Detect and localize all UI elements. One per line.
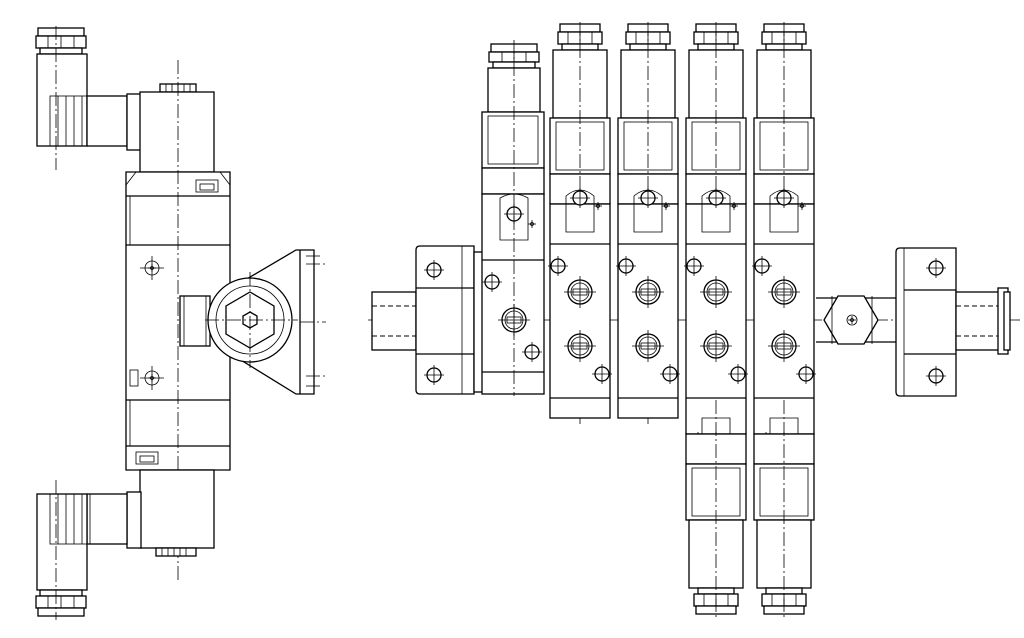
valve-module-stack xyxy=(547,22,817,620)
port-fitting-icon xyxy=(371,245,485,395)
valve-module xyxy=(547,22,613,424)
valve-body-icon xyxy=(125,60,231,580)
connector-plug-icon xyxy=(35,26,142,170)
front-view-manifold xyxy=(368,22,1022,620)
solenoid-coil-icon xyxy=(139,83,215,173)
connector-plug-icon xyxy=(35,480,142,620)
mounting-bracket-icon xyxy=(205,249,326,395)
valve-module xyxy=(751,22,817,620)
port-fitting-icon xyxy=(816,247,1011,397)
valve-body-icon xyxy=(481,40,545,396)
solenoid-coil-icon xyxy=(139,469,215,557)
side-view xyxy=(35,26,326,620)
valve-module xyxy=(615,22,681,424)
valve-module xyxy=(683,22,749,620)
